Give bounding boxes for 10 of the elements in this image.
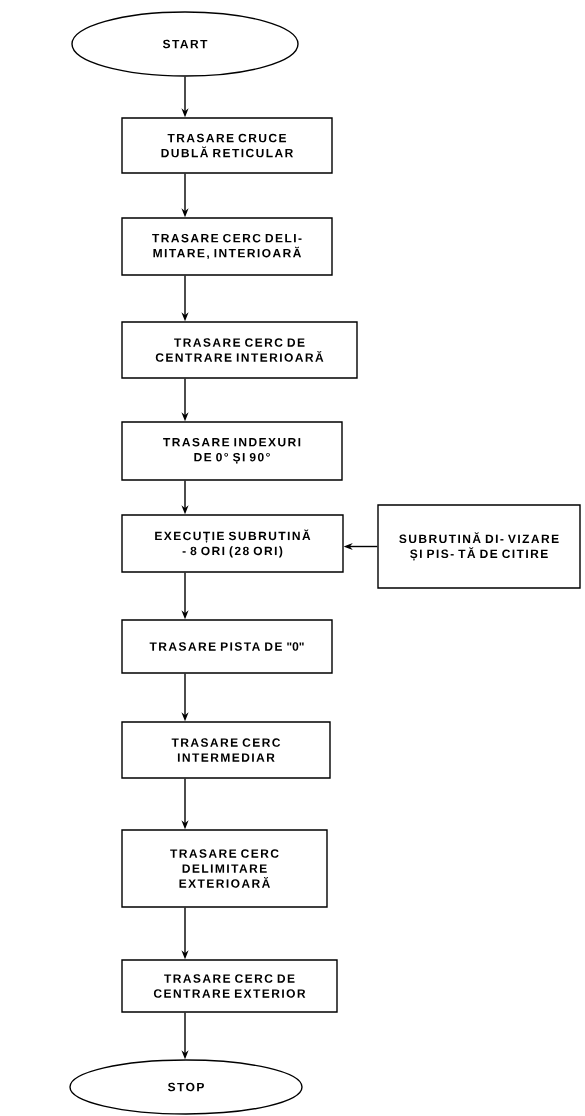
- process-box: EXECUȚIE SUBRUTINĂ - 8 ORI (28 ORI): [121, 514, 344, 573]
- process-box: TRASARE CERC DE CENTRARE INTERIOARĂ: [121, 321, 358, 379]
- process-box: TRASARE INDEXURI DE 0° ȘI 90°: [121, 421, 343, 481]
- process-box: TRASARE CERC INTERMEDIAR: [121, 721, 331, 779]
- process-box: SUBRUTINĂ DI- VIZARE ȘI PIS- TĂ DE CITIRE: [377, 504, 581, 589]
- process-box: TRASARE PISTA DE "0": [121, 619, 333, 674]
- process-box: TRASARE CRUCE DUBLĂ RETICULAR: [121, 117, 333, 174]
- process-box: TRASARE CERC DELI- MITARE, INTERIOARĂ: [121, 217, 333, 276]
- process-box: TRASARE CERC DE CENTRARE EXTERIOR: [121, 959, 338, 1013]
- process-box: TRASARE CERC DELIMITARE EXTERIOARĂ: [121, 829, 328, 908]
